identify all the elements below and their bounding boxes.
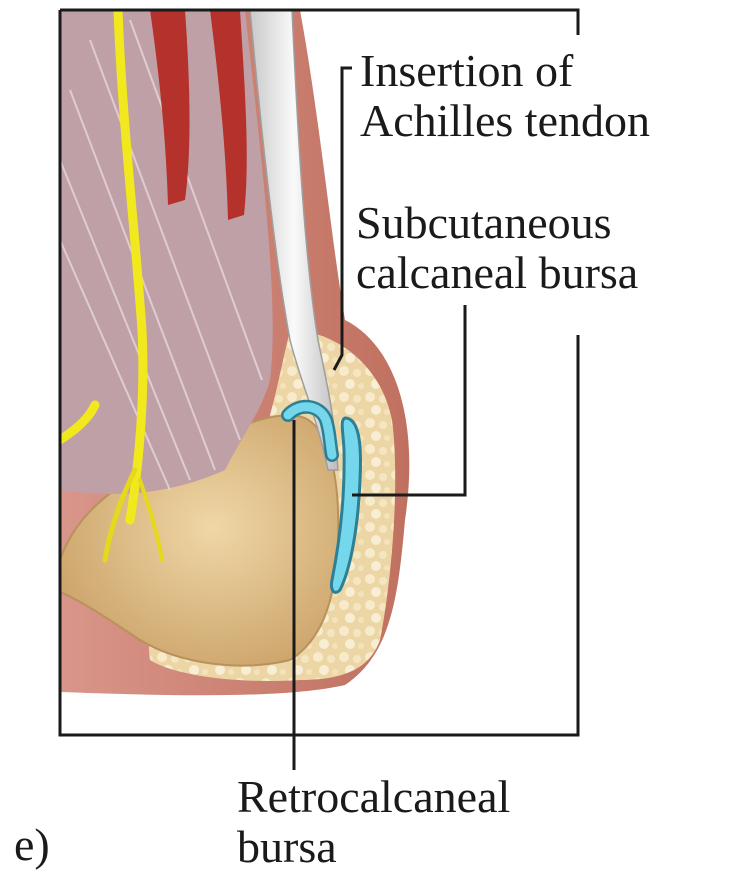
retro-label-line2: bursa	[237, 822, 510, 872]
subcutaneous-label-line1: Subcutaneous	[356, 198, 638, 248]
insertion-label: Insertion of Achilles tendon	[360, 46, 650, 146]
retro-label-line1: Retrocalcaneal	[237, 772, 510, 822]
insertion-label-line1: Insertion of	[360, 46, 650, 96]
insertion-label-line2: Achilles tendon	[360, 96, 650, 146]
subcutaneous-bursa-label: Subcutaneous calcaneal bursa	[356, 198, 638, 298]
subcutaneous-label-line2: calcaneal bursa	[356, 248, 638, 298]
panel-letter: e)	[14, 820, 50, 870]
retrocalcaneal-bursa-label: Retrocalcaneal bursa	[237, 772, 510, 872]
